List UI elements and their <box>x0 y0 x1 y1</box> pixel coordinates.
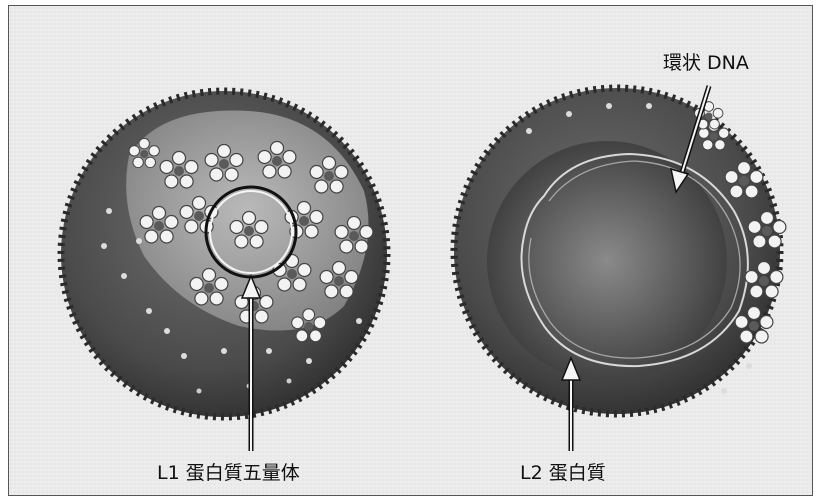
figure-panel: L1 蛋白質五量体 L2 蛋白質 環状 DNA <box>8 5 813 496</box>
left-capsid <box>61 91 387 417</box>
right-capsid <box>454 88 786 414</box>
label-l1-pentamer: L1 蛋白質五量体 <box>157 458 300 485</box>
label-circular-dna: 環状 DNA <box>663 48 749 75</box>
label-l2-protein: L2 蛋白質 <box>520 458 606 485</box>
capsid-illustration <box>9 6 814 497</box>
